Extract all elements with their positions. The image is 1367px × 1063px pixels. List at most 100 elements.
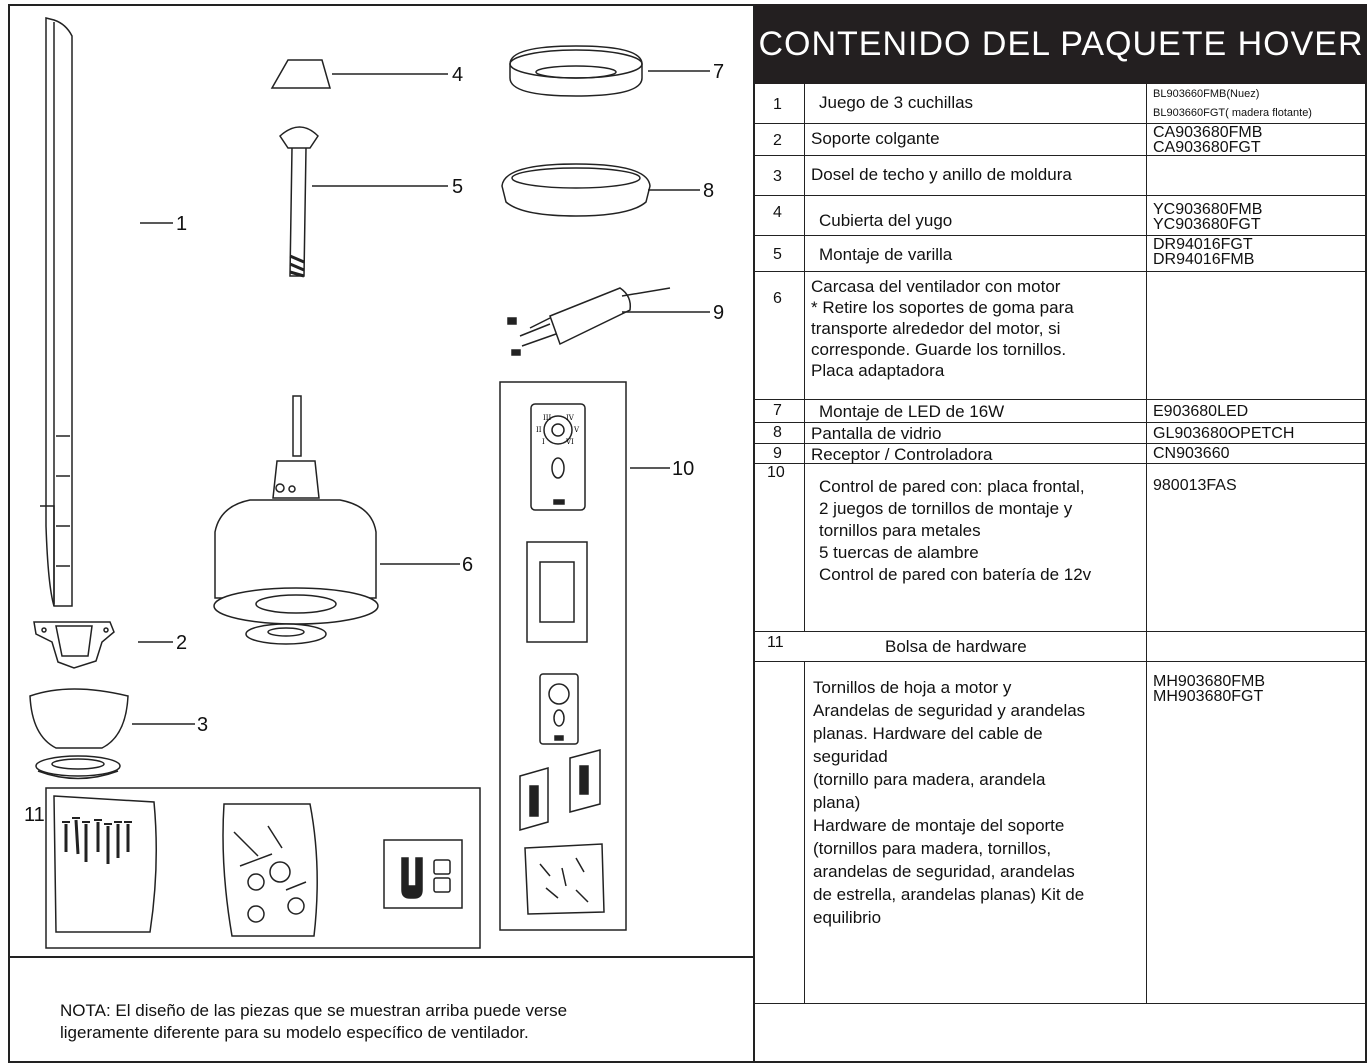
part-number-2: BL903660FGT( madera flotante) [1153,107,1312,119]
screw-bag-illustration [524,843,605,915]
part-number-1: MH903680FMB [1153,673,1266,690]
description-line: plana) [813,793,861,812]
description-line: transporte alrededor del motor, si [811,319,1061,338]
table-row: 6 Carcasa del ventilador con motor * Ret… [755,272,1367,400]
mounting-hardware-bag-illustration [222,803,318,937]
row-number: 11 [767,634,784,651]
description-line: (tornillos para madera, tornillos, [813,839,1052,858]
callout-3: 3 [197,714,208,736]
row-description: Soporte colgante [805,124,1147,155]
callout-1: 1 [176,213,187,235]
description-line: 5 tuercas de alambre [819,543,979,562]
battery-control-illustration [539,673,579,745]
row-description: Cubierta del yugo [805,196,1147,235]
remote-label-ii: II [536,426,542,434]
table-row: 3 Dosel de techo y anillo de moldura [755,156,1147,196]
callout-7: 7 [713,61,724,83]
glass-shade-illustration [501,163,651,217]
row-description: Montaje de LED de 16W [805,400,1147,422]
row-part-number: 980013FAS [1153,477,1237,494]
row-number-empty [755,662,805,1003]
row-part-number: MH903680FMB MH903680FGT [1147,662,1367,1003]
receiver-illustration [507,287,671,356]
row-description: Juego de 3 cuchillas [805,84,1147,123]
wire-nut-bags-illustration [519,749,601,831]
hardware-bag-box [45,787,481,949]
description-line: * Retire los soportes de goma para [811,298,1074,317]
row-description: Bolsa de hardware [805,632,1147,661]
blade-screws-bag-illustration [53,795,157,933]
part-number-1: BL903660FMB(Nuez) [1153,88,1260,100]
row-part-number: CA903680FMB CA903680FGT [1147,124,1367,196]
row-number: 2 [755,124,805,155]
description-line: (tornillo para madera, arandela [813,770,1046,789]
description-line: Tornillos de hoja a motor y [813,678,1012,697]
description-line: Arandelas de seguridad y arandelas [813,701,1086,720]
table-row: 2 Soporte colgante [755,124,1367,156]
description-line: equilibrio [813,908,882,927]
row-part-number: BL903660FMB(Nuez) BL903660FGT( madera fl… [1147,84,1367,123]
part-number-2: YC903680FGT [1153,216,1261,233]
note-line-1: NOTA: El diseño de las piezas que se mue… [60,1001,568,1020]
remote-label-iv: IV [566,414,575,422]
downrod-illustration [279,126,319,278]
row-description: Control de pared con: placa frontal, 2 j… [805,464,1147,631]
hanger-bracket-illustration [33,621,115,669]
wall-plate-illustration [526,541,588,643]
remote-label-v: V [573,426,580,434]
description-line: arandelas de seguridad, arandelas [813,862,1075,881]
table-row: 9 Receptor / Controladora CN903660 [755,444,1367,464]
vertical-divider [753,4,755,1063]
table-row: Tornillos de hoja a motor y Arandelas de… [755,662,1367,1004]
motor-housing-illustration [213,395,379,645]
row-part-number: YC903680FMB YC903680FGT [1147,196,1367,235]
callout-10: 10 [672,458,694,480]
table-row: 7 Montaje de LED de 16W E903680LED [755,400,1367,423]
row-number: 10 [755,464,805,631]
part-number-1: YC903680FMB [1153,201,1263,218]
callout-9: 9 [713,302,724,324]
table-row: 1 Juego de 3 cuchillas BL903660FMB(Nuez)… [755,84,1367,124]
table-row: 5 Montaje de varilla DR94016FGT DR94016F… [755,236,1367,272]
row-part-number: CN903660 [1153,445,1230,462]
part-number-2: DR94016FMB [1153,251,1255,268]
row-number: 8 [755,423,805,443]
canopy-illustration [29,688,129,780]
callout-2: 2 [176,632,187,654]
part-number-2: CA903680FGT [1153,139,1261,156]
row-description: Montaje de varilla [805,236,1147,271]
description-line: seguridad [813,747,888,766]
description-line: 2 juegos de tornillos de montaje y [819,499,1073,518]
table-row: 10 Control de pared con: placa frontal, … [755,464,1367,632]
callout-11: 11 [24,804,45,826]
callout-6: 6 [462,554,473,576]
balance-kit-illustration [383,839,463,909]
row-part-number: E903680LED [1153,403,1249,420]
row-description: Dosel de techo y anillo de moldura [805,156,1147,195]
callout-8: 8 [703,180,714,202]
description-line: tornillos para metales [819,521,981,540]
row-number: 7 [755,400,805,422]
description-line: planas. Hardware del cable de [813,724,1043,743]
row-description: Receptor / Controladora [805,444,1147,464]
table-row: 8 Pantalla de vidrio GL903680OPETCH [755,423,1367,444]
note: NOTA: El diseño de las piezas que se mue… [60,1000,720,1044]
remote-illustration [530,403,586,511]
horizontal-divider [8,956,755,958]
row-description: Carcasa del ventilador con motor * Retir… [805,272,1147,399]
description-line: Placa adaptadora [811,361,945,380]
table-row: 11 Bolsa de hardware [755,632,1367,662]
description-line: Control de pared con batería de 12v [819,565,1092,584]
yoke-cover-illustration [270,59,331,89]
part-number-1: CA903680FMB [1153,124,1263,141]
remote-label-iii: III [543,414,552,422]
row-number: 1 [755,84,805,123]
row-description: Pantalla de vidrio [805,423,1147,443]
led-module-illustration [509,45,643,97]
package-contents-title: CONTENIDO DEL PAQUETE HOVER [755,4,1367,84]
row-number: 9 [755,444,805,463]
row-number: 3 [755,156,805,195]
row-number: 6 [755,272,805,399]
parts-illustration: III IV II V I VI 1 2 3 4 5 6 7 8 9 10 11 [24,17,724,949]
remote-label-i: I [542,438,545,446]
